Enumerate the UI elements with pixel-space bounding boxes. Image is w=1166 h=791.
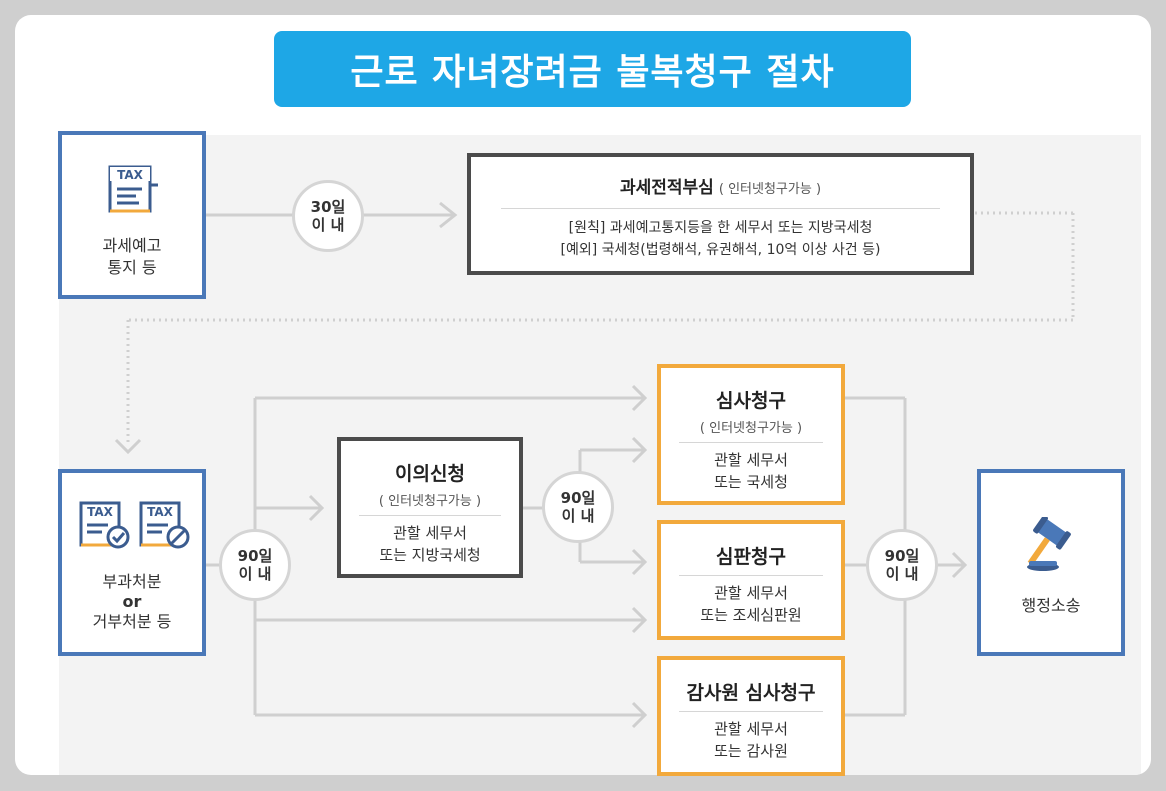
lawsuit-label: 행정소송 bbox=[1021, 596, 1081, 615]
audit-line1: 관할 세무서 bbox=[714, 720, 788, 738]
review-title: 심사청구 bbox=[716, 390, 786, 412]
tax-label: TAX bbox=[147, 505, 174, 519]
deadline-90-days: 90일 bbox=[237, 547, 273, 565]
disposition-line1: 부과처분 bbox=[102, 572, 162, 591]
trial-title: 심판청구 bbox=[716, 546, 786, 568]
tax-prohibit-icon: TAX bbox=[139, 501, 190, 549]
deadline-90-days: 90일 bbox=[560, 489, 596, 507]
pre-review-line2: [예외] 국세청(법령해석, 유권해석, 10억 이상 사건 등) bbox=[560, 242, 881, 258]
disposition-line2: or bbox=[122, 592, 142, 611]
deadline-90-circle-1: 90일 이 내 bbox=[219, 529, 291, 601]
review-box: 심사청구 ( 인터넷청구가능 ) 관할 세무서 또는 국세청 bbox=[657, 364, 845, 505]
trial-line2: 또는 조세심판원 bbox=[700, 606, 802, 624]
objection-sub: ( 인터넷청구가능 ) bbox=[378, 494, 482, 509]
deadline-30-days: 30일 bbox=[310, 198, 346, 216]
audit-box: 감사원 심사청구 관할 세무서 또는 감사원 bbox=[657, 656, 845, 776]
review-sub: ( 인터넷청구가능 ) bbox=[699, 421, 803, 436]
disposition-box: TAX TAX 부과처분 or 거부처분 등 bbox=[58, 469, 206, 656]
deadline-90-within: 이 내 bbox=[238, 565, 272, 583]
gavel-icon bbox=[1027, 517, 1071, 571]
deadline-90-within: 이 내 bbox=[885, 565, 919, 583]
audit-line2: 또는 감사원 bbox=[714, 742, 788, 760]
objection-box: 이의신청 ( 인터넷청구가능 ) 관할 세무서 또는 지방국세청 bbox=[337, 437, 523, 578]
review-line2: 또는 국세청 bbox=[714, 473, 788, 491]
disposition-line3: 거부처분 등 bbox=[92, 612, 172, 631]
pre-review-box: 과세전적부심 ( 인터넷청구가능 ) [원칙] 과세예고통지등을 한 세무서 또… bbox=[467, 153, 974, 275]
review-line1: 관할 세무서 bbox=[714, 451, 788, 469]
notice-line2: 통지 등 bbox=[107, 258, 157, 277]
deadline-30-circle: 30일 이 내 bbox=[292, 180, 364, 252]
trial-box: 심판청구 관할 세무서 또는 조세심판원 bbox=[657, 520, 845, 640]
deadline-90-within: 이 내 bbox=[561, 507, 595, 525]
audit-title: 감사원 심사청구 bbox=[686, 682, 816, 704]
page-title: 근로 자녀장려금 불복청구 절차 bbox=[274, 31, 911, 107]
deadline-30-within: 이 내 bbox=[311, 216, 345, 234]
lawsuit-box: 행정소송 bbox=[977, 469, 1125, 656]
objection-line2: 또는 지방국세청 bbox=[379, 546, 481, 564]
deadline-90-circle-2: 90일 이 내 bbox=[542, 471, 614, 543]
objection-line1: 관할 세무서 bbox=[393, 524, 467, 542]
tax-document-icon: TAX bbox=[108, 165, 158, 213]
pre-review-line1: [원칙] 과세예고통지등을 한 세무서 또는 지방국세청 bbox=[568, 220, 873, 236]
tax-check-icon: TAX bbox=[79, 501, 130, 549]
tax-label: TAX bbox=[117, 168, 144, 182]
notice-line1: 과세예고 bbox=[102, 236, 162, 255]
deadline-90-days: 90일 bbox=[884, 547, 920, 565]
trial-line1: 관할 세무서 bbox=[714, 584, 788, 602]
tax-label: TAX bbox=[87, 505, 114, 519]
objection-title: 이의신청 bbox=[395, 463, 465, 485]
notice-box: TAX 과세예고 통지 등 bbox=[58, 131, 206, 299]
pre-review-title: 과세전적부심 bbox=[619, 178, 714, 198]
deadline-90-circle-3: 90일 이 내 bbox=[866, 529, 938, 601]
pre-review-sub: ( 인터넷청구가능 ) bbox=[718, 182, 822, 197]
